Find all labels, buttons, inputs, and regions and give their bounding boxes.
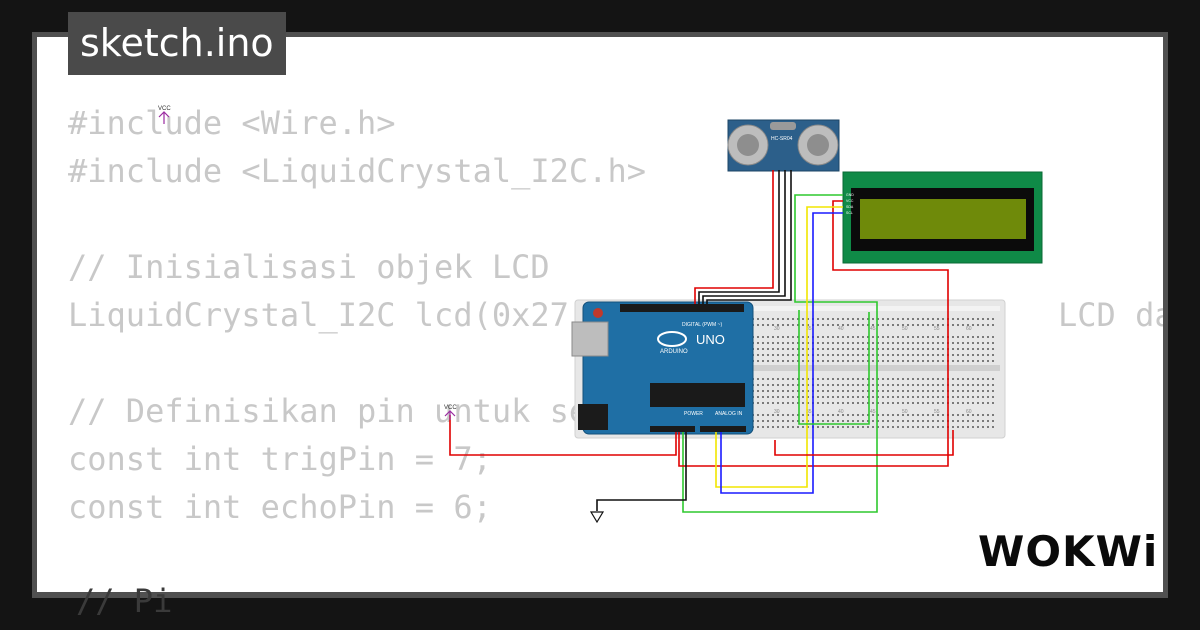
code-line-7: // Definisikan pin untuk se (68, 392, 589, 430)
analog-label: ANALOG IN (715, 411, 743, 417)
lcd-pin-gnd: GND (846, 193, 854, 197)
lcd-pin-vcc: VCC (846, 199, 854, 203)
analog-header (700, 426, 746, 432)
arduino-model: UNO (696, 332, 725, 347)
ultrasonic-sensor[interactable]: HC-SR04 (727, 119, 840, 172)
power-label: POWER (684, 411, 703, 417)
code-line-3 (68, 195, 646, 243)
wokwi-logo-text: WOKWi (978, 527, 1154, 576)
lcd-pin-scl: SCL (846, 211, 853, 215)
usb-port (571, 321, 609, 357)
code-line-5-tail: LCD da (1058, 291, 1163, 339)
code-line-1: #include <Wire.h> (68, 104, 396, 142)
power-jack (578, 404, 608, 430)
bottom-bar (0, 598, 1200, 630)
atmega-chip (650, 383, 745, 407)
digital-label: DIGITAL (PWM ~) (682, 322, 722, 328)
code-line-10 (68, 531, 646, 579)
code-editor[interactable]: #include <Wire.h> #include <LiquidCrystal… (68, 99, 1163, 579)
sensor-label: HC-SR04 (771, 136, 793, 142)
code-line-5: LiquidCrystal_I2C lcd(0x27 (68, 296, 569, 334)
code-line-9: const int echoPin = 6; (68, 488, 492, 526)
lcd-pin-sda: SDA (846, 205, 854, 209)
code-line-8: const int trigPin = 7; (68, 440, 492, 478)
digital-header (620, 304, 744, 312)
arduino-uno[interactable]: UNO ARDUINO DIGITAL (PWM ~) POWER ANALOG… (571, 301, 754, 435)
code-line-4: // Inisialisasi objek LCD (68, 248, 550, 286)
file-tab[interactable]: sketch.ino (68, 12, 286, 75)
power-header (650, 426, 695, 432)
arduino-subtitle: ARDUINO (660, 349, 688, 355)
code-line-11: // Pi (76, 582, 173, 620)
wokwi-logo: WOKWi (978, 527, 1154, 576)
code-line-6 (68, 339, 646, 387)
lcd-display[interactable]: GND VCC SDA SCL (842, 171, 1043, 264)
code-line-2: #include <LiquidCrystal_I2C.h> (68, 152, 646, 190)
reset-button[interactable] (593, 308, 603, 318)
